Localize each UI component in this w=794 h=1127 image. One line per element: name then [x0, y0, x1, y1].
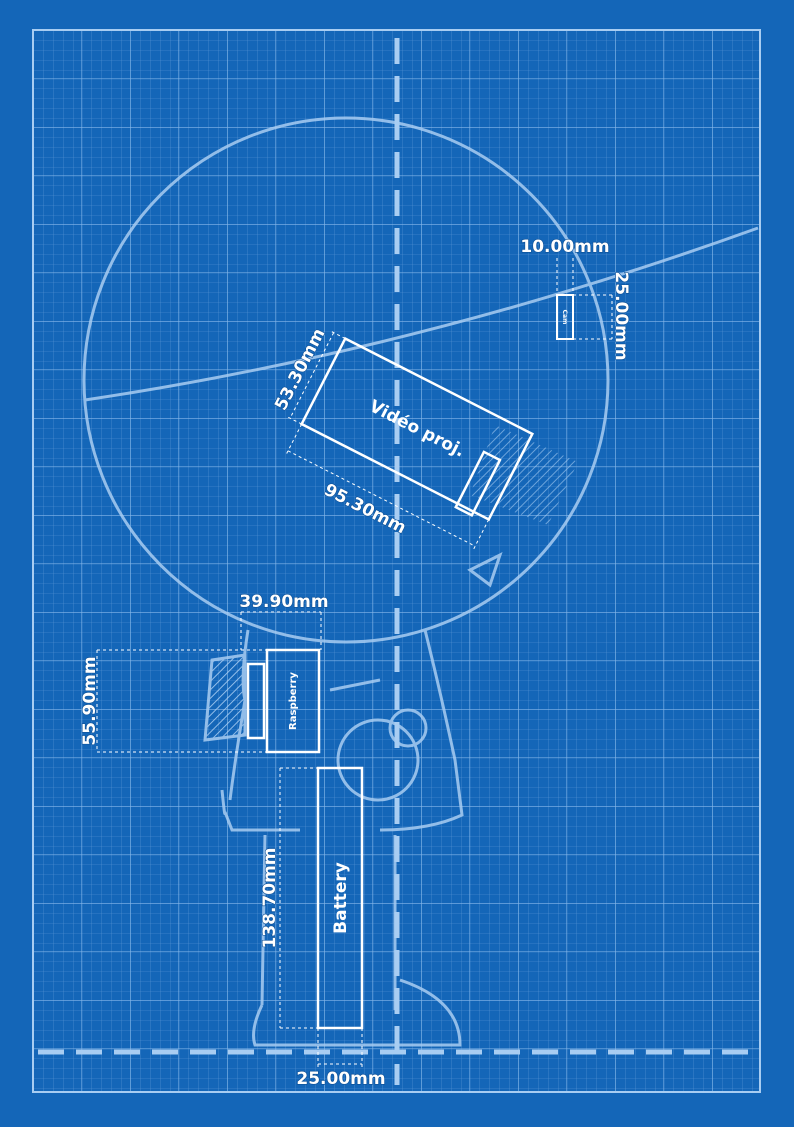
torso-bottom	[220, 789, 300, 832]
camera-box	[556, 294, 574, 340]
battery-group: Battery 138.70mm 25.00mm	[259, 766, 386, 1090]
camera-group: Cam 10.00mm 25.00mm	[520, 236, 632, 361]
torso-right	[379, 629, 464, 832]
arm-hatch	[203, 653, 247, 742]
raspberry-width-dimension: 39.90mm	[239, 592, 328, 612]
camera-height-dimension: 25.00mm	[611, 271, 631, 360]
robot-legs	[260, 834, 397, 1010]
robot-feet	[252, 978, 462, 1047]
battery-label: Battery	[331, 862, 351, 934]
battery-height-dim-line	[279, 767, 318, 1029]
raspberry-connector	[246, 662, 266, 740]
battery-width-dimension: 25.00mm	[296, 1069, 385, 1089]
raspberry-width-dim-line	[240, 611, 322, 650]
projector-box	[299, 336, 535, 522]
raspberry-height-dimension: 55.90mm	[80, 656, 100, 745]
robot-hand	[336, 718, 420, 802]
raspberry-label: Raspberry	[288, 672, 299, 730]
raspberry-height-dim-line	[96, 649, 267, 753]
sheet-border	[32, 29, 761, 1093]
battery-width-dim-line	[317, 1028, 363, 1068]
head-equator-line	[84, 226, 759, 402]
raspberry-box	[265, 648, 321, 754]
robot-silhouette	[82, 116, 759, 1047]
battery-box	[316, 766, 364, 1030]
camera-label: Cam	[561, 310, 568, 325]
robot-thumb	[388, 708, 428, 748]
projector-lens	[454, 450, 502, 517]
head-notch	[467, 552, 503, 588]
camera-width-dimension: 10.00mm	[520, 237, 609, 257]
raspberry-group: Raspberry 39.90mm 55.90mm	[79, 591, 329, 754]
battery-height-dimension: 138.70mm	[260, 847, 280, 948]
projector-beam	[470, 425, 578, 525]
robot-head	[82, 116, 610, 644]
collar	[329, 678, 381, 692]
